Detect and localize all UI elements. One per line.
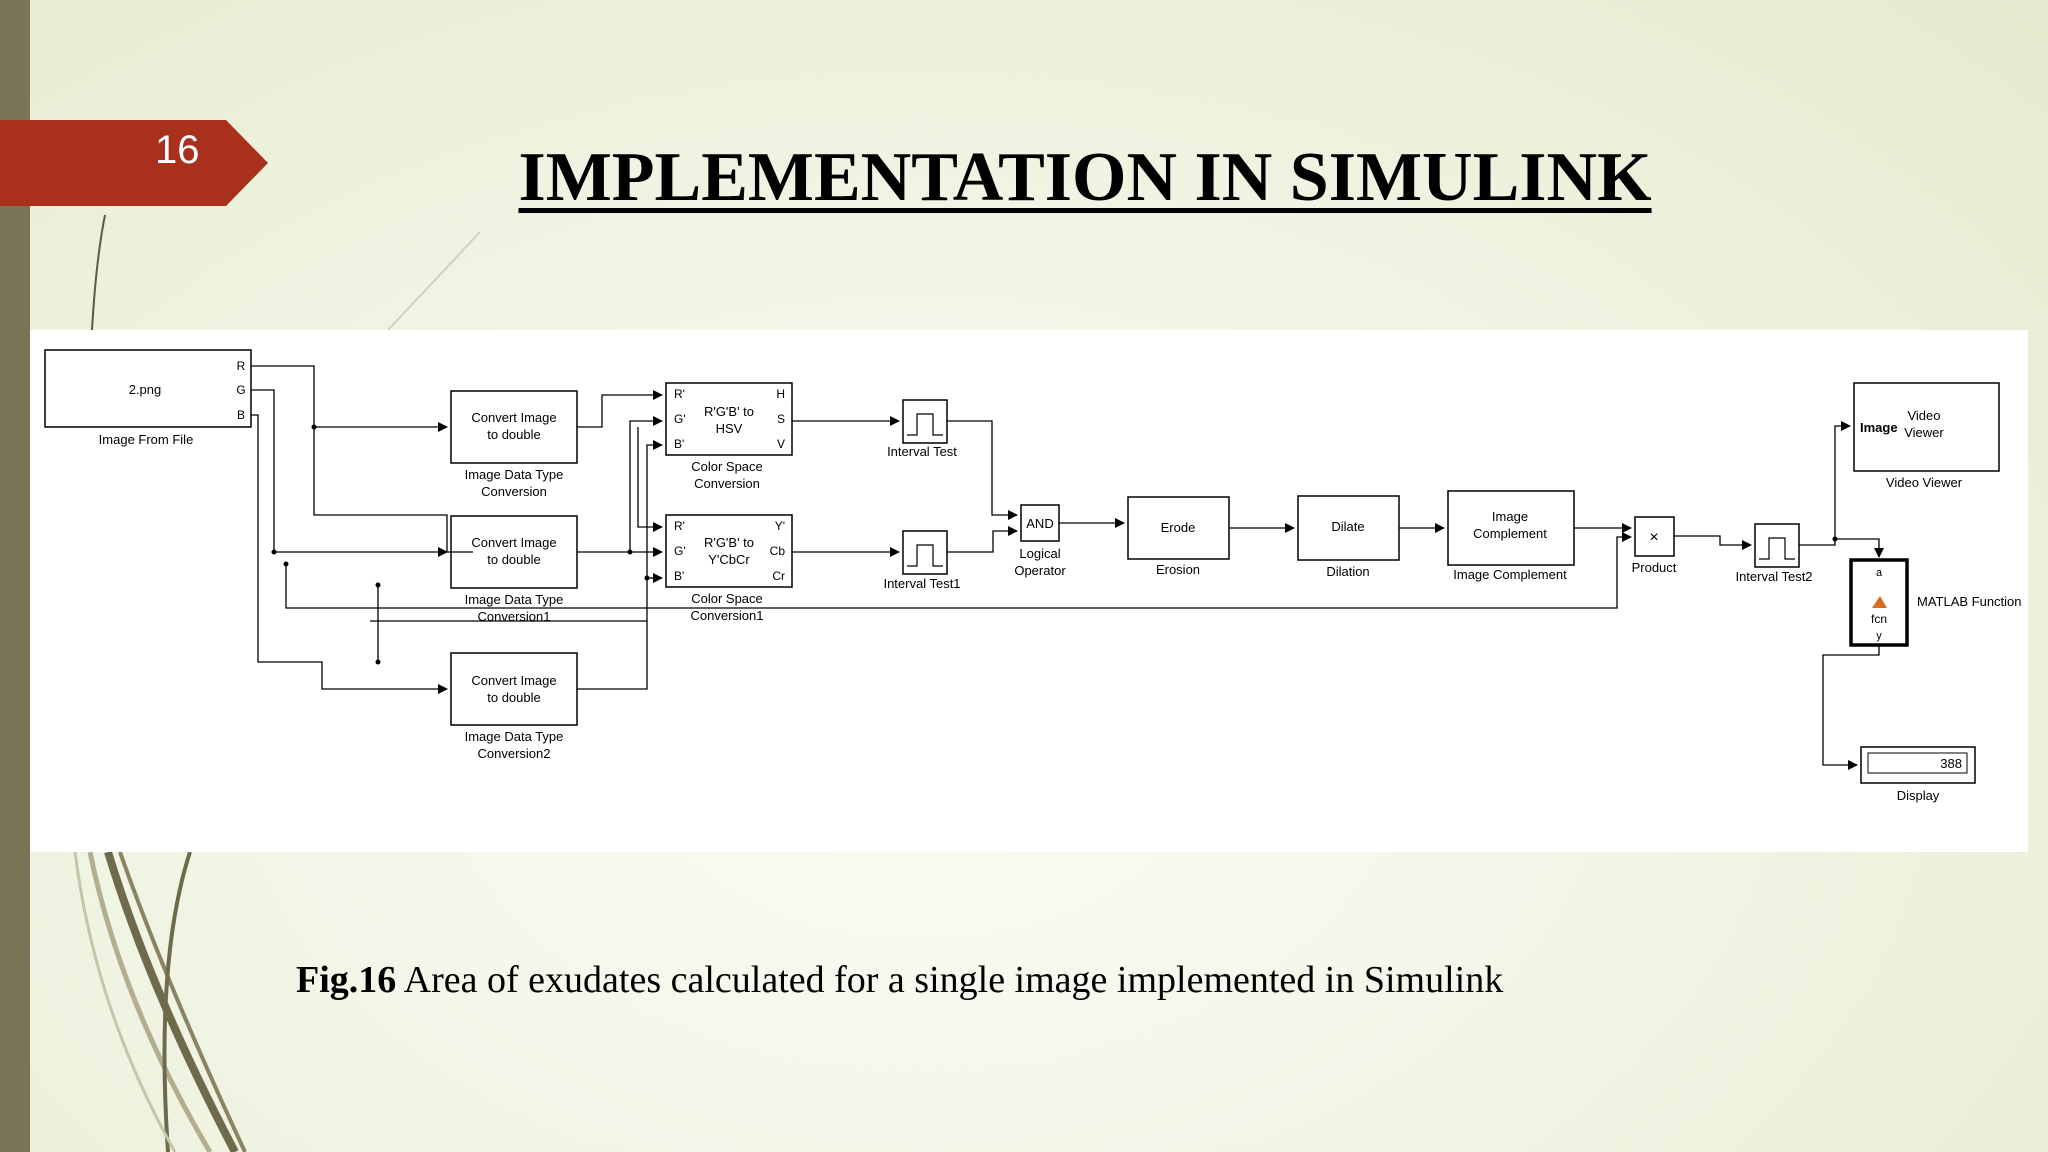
display-value: 388	[1940, 756, 1962, 771]
block-label: Display	[1897, 788, 1940, 803]
svg-text:Cr: Cr	[772, 569, 785, 583]
simulink-diagram-panel: 2.png R G B Image From File Convert Imag…	[30, 330, 2028, 852]
svg-text:y: y	[1876, 630, 1882, 642]
caption-text: Area of exudates calculated for a single…	[396, 959, 1504, 1001]
svg-text:Dilate: Dilate	[1331, 519, 1364, 534]
matlab-logo-icon	[1872, 596, 1887, 608]
svg-text:R'G'B' to: R'G'B' to	[704, 535, 754, 550]
block-label: Color Space	[691, 459, 763, 474]
svg-text:×: ×	[1649, 529, 1658, 546]
block-label: Product	[1632, 560, 1677, 575]
block-label: Image Data Type	[465, 467, 564, 482]
port-label-b: B	[237, 408, 245, 422]
svg-text:G': G'	[674, 544, 686, 558]
block-label: Interval Test1	[883, 576, 960, 591]
svg-text:R': R'	[674, 519, 685, 533]
svg-text:Cb: Cb	[770, 544, 786, 558]
block-label: Dilation	[1326, 564, 1369, 579]
block-label: Conversion1	[691, 608, 764, 623]
erosion-block[interactable]: Erode	[1127, 496, 1230, 560]
matlab-function-block[interactable]: a fcn y	[1849, 558, 1909, 647]
svg-text:to double: to double	[487, 552, 541, 567]
signal-lines	[251, 365, 1884, 770]
figure-caption: Fig.16 Area of exudates calculated for a…	[296, 958, 1503, 1002]
port-label-r: R	[237, 359, 246, 373]
svg-text:HSV: HSV	[716, 421, 743, 436]
block-label: Erosion	[1156, 562, 1200, 577]
svg-text:AND: AND	[1026, 516, 1053, 531]
display-block[interactable]: 388	[1860, 746, 1976, 784]
block-label: Conversion	[694, 476, 760, 491]
block-label: Image From File	[99, 432, 194, 447]
image-data-type-conversion-block[interactable]: Convert Image to double	[450, 390, 578, 464]
svg-text:V: V	[777, 437, 785, 451]
svg-text:Viewer: Viewer	[1904, 425, 1944, 440]
color-space-conversion1-block[interactable]: R'G'B' to Y'CbCr R' G' B' Y' Cb Cr	[665, 514, 793, 588]
svg-text:B': B'	[674, 569, 684, 583]
dilation-block[interactable]: Dilate	[1297, 495, 1400, 561]
interval-test1-block[interactable]	[902, 530, 948, 575]
svg-text:a: a	[1876, 567, 1883, 579]
svg-text:Y'CbCr: Y'CbCr	[708, 552, 750, 567]
svg-text:to double: to double	[487, 427, 541, 442]
svg-text:fcn: fcn	[1871, 612, 1887, 626]
svg-text:Erode: Erode	[1161, 520, 1196, 535]
block-label: Interval Test2	[1735, 569, 1812, 584]
svg-text:Image: Image	[1492, 509, 1528, 524]
block-label: Image Data Type	[465, 592, 564, 607]
port-label-g: G	[236, 383, 245, 397]
block-label: Conversion	[481, 484, 547, 499]
svg-text:Y': Y'	[775, 519, 785, 533]
svg-text:Convert Image: Convert Image	[471, 673, 556, 688]
svg-text:B': B'	[674, 437, 684, 451]
block-label: Conversion2	[478, 746, 551, 761]
block-label: Operator	[1014, 563, 1066, 578]
svg-text:S: S	[777, 412, 785, 426]
block-text: 2.png	[129, 382, 162, 397]
image-data-type-conversion2-block[interactable]: Convert Image to double	[450, 652, 578, 726]
product-block[interactable]: ×	[1634, 516, 1675, 557]
block-label: MATLAB Function	[1917, 594, 2022, 609]
image-complement-block[interactable]: Image Complement	[1447, 490, 1575, 566]
block-label: Image Complement	[1453, 567, 1567, 582]
block-label: Color Space	[691, 591, 763, 606]
interval-test2-block[interactable]	[1754, 523, 1800, 568]
svg-text:H: H	[776, 387, 785, 401]
block-label: Interval Test	[887, 444, 957, 459]
block-label: Video Viewer	[1886, 475, 1963, 490]
image-from-file-block[interactable]: 2.png R G B	[44, 349, 252, 428]
block-label: Logical	[1019, 546, 1060, 561]
block-label: Conversion1	[478, 609, 551, 624]
slide-number: 16	[155, 128, 200, 172]
logical-operator-block[interactable]: AND	[1020, 504, 1060, 542]
block-label: Image Data Type	[465, 729, 564, 744]
svg-text:Video: Video	[1907, 408, 1940, 423]
svg-text:R'G'B' to: R'G'B' to	[704, 404, 754, 419]
slide-title: IMPLEMENTATION IN SIMULINK	[518, 139, 1652, 216]
interval-test-block[interactable]	[902, 399, 948, 444]
slide-number-tab	[0, 120, 268, 206]
color-space-conversion-block[interactable]: R'G'B' to HSV R' G' B' H S V	[665, 382, 793, 456]
svg-text:Complement: Complement	[1473, 526, 1547, 541]
caption-label: Fig.16	[296, 959, 397, 1001]
svg-text:Image: Image	[1860, 420, 1898, 435]
simulink-model: 2.png R G B Image From File Convert Imag…	[44, 349, 2022, 803]
svg-text:G': G'	[674, 412, 686, 426]
svg-text:Convert Image: Convert Image	[471, 410, 556, 425]
line-junctions	[271, 424, 1838, 665]
svg-text:to double: to double	[487, 690, 541, 705]
video-viewer-block[interactable]: Image Video Viewer	[1853, 382, 2000, 472]
svg-text:Convert Image: Convert Image	[471, 535, 556, 550]
svg-text:R': R'	[674, 387, 685, 401]
